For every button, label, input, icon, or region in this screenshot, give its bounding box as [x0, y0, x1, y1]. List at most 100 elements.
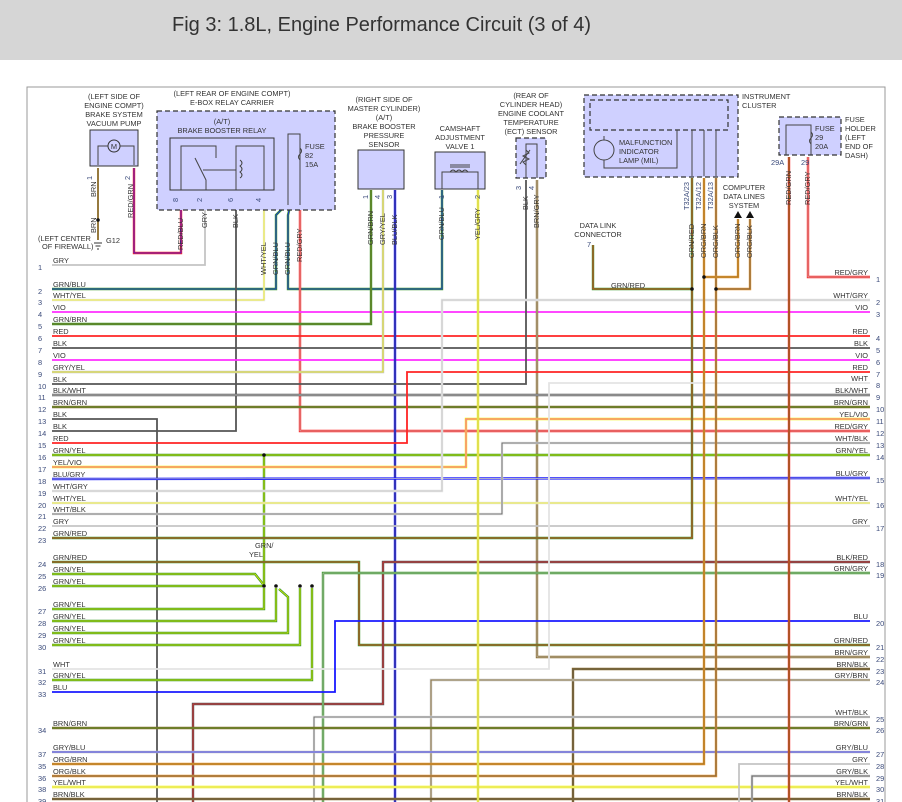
relay-coil-icon — [239, 159, 243, 179]
vertical-wire-label: ORG/BLK — [711, 225, 720, 258]
left-pin-number: 2 — [38, 287, 42, 296]
component-label: (REAR OF — [513, 91, 549, 100]
fuse-holder-outline — [778, 116, 842, 156]
vertical-wire-label: BLK — [521, 196, 530, 210]
vertical-wire-label: GRY/YEL — [378, 213, 387, 245]
internal-wiring — [785, 124, 812, 155]
left-pin-number: 17 — [38, 465, 46, 474]
vertical-wire-label: BRN — [89, 181, 98, 197]
right-wire-label: GRY/BRN — [834, 671, 868, 680]
wire — [52, 197, 206, 266]
component-label: SYSTEM — [729, 201, 759, 210]
component-label: (A/T) — [214, 117, 230, 126]
data-link-connector: DATA LINK CONNECTOR 7 — [574, 221, 622, 249]
ground-label: G12 — [106, 236, 120, 245]
splice-dot — [262, 453, 266, 457]
component-label: TEMPERATURE — [503, 118, 558, 127]
junction-label: YEL — [249, 550, 263, 559]
left-pin-number: 25 — [38, 572, 46, 581]
pin-number: 2 — [195, 198, 204, 202]
ground-icon — [94, 242, 102, 250]
left-wire-label: GRY — [53, 256, 69, 265]
pin-number: 1 — [361, 195, 370, 199]
wire — [806, 157, 870, 279]
left-wire-label: GRN/RED — [53, 553, 87, 562]
left-pin-number: 26 — [38, 584, 46, 593]
left-pin-number: 3 — [38, 298, 42, 307]
wire-tracer — [322, 572, 870, 802]
right-wire-label: BRN/GRY — [834, 648, 868, 657]
right-pin-number: 29 — [876, 774, 884, 783]
component-label: ENGINE COOLANT — [498, 109, 565, 118]
right-pin-number: 14 — [876, 453, 884, 462]
component-label: DATA LINES — [723, 192, 765, 201]
left-wire-label: WHT — [53, 660, 70, 669]
vacuum-pump: (LEFT SIDE OF ENGINE COMPT) BRAKE SYSTEM… — [84, 92, 144, 180]
mil-label: MALFUNCTION — [619, 138, 672, 147]
right-pin-number: 17 — [876, 524, 884, 533]
right-wire-label: GRY/BLK — [836, 767, 868, 776]
right-wire-label: WHT/BLK — [835, 708, 868, 717]
wire — [52, 371, 870, 444]
brake-booster-relay — [169, 137, 275, 191]
right-pin-number: 27 — [876, 750, 884, 759]
right-pin-number: 22 — [876, 655, 884, 664]
component-label: (RIGHT SIDE OF — [356, 95, 413, 104]
left-wire-label: WHT/GRY — [53, 482, 88, 491]
vertical-wire-label: RED/GRN — [784, 171, 793, 205]
component-label: VALVE 1 — [446, 142, 475, 151]
right-wire-label: BLK/RED — [836, 553, 868, 562]
vertical-wire-label: BRN/GRY — [532, 194, 541, 228]
pin-number: T32A/12 — [694, 182, 703, 210]
right-wire-label: WHT/GRY — [833, 291, 868, 300]
vertical-wire-label: RED/GRY — [295, 228, 304, 262]
ebox-relay-carrier: (LEFT REAR OF ENGINE COMPT) E-BOX RELAY … — [156, 89, 336, 211]
wire-tracer — [52, 588, 313, 681]
component-label: COMPUTER — [723, 183, 765, 192]
left-pin-number: 8 — [38, 358, 42, 367]
wire-tracer — [572, 668, 870, 802]
wire-tracer — [52, 588, 277, 622]
right-pin-number: 31 — [876, 797, 884, 802]
wire-tracer — [52, 588, 301, 646]
splice-dot — [690, 287, 694, 291]
junction-label: GRN/ — [255, 541, 274, 550]
wire — [52, 620, 870, 693]
instrument-cluster: INSTRUMENT CLUSTER MALFUNCTION INDICATOR… — [583, 92, 791, 210]
wire-tracer — [287, 190, 443, 290]
right-wire-label: BLU — [854, 612, 868, 621]
pin-number: 8 — [171, 198, 180, 202]
left-wire-label: GRN/YEL — [53, 624, 85, 633]
right-pin-number: 9 — [876, 393, 880, 402]
left-pin-number: 21 — [38, 512, 46, 521]
left-wire-label: GRN/YEL — [53, 636, 85, 645]
left-wire-label: GRN/YEL — [53, 612, 85, 621]
left-pin-number: 37 — [38, 750, 46, 759]
fuse-label: FUSE — [305, 142, 325, 151]
component-label: CYLINDER HEAD) — [500, 100, 562, 109]
left-wire-label: BLK/WHT — [53, 386, 86, 395]
right-wire-label: GRN/YEL — [836, 446, 868, 455]
pin-number: 4 — [527, 186, 536, 190]
left-pin-number: 31 — [38, 667, 46, 676]
left-pin-number: 30 — [38, 643, 46, 652]
right-pin-number: 18 — [876, 560, 884, 569]
mil-lamp-icon — [593, 139, 615, 161]
motor-symbol: M — [111, 142, 117, 151]
left-pin-number: 9 — [38, 370, 42, 379]
wire — [52, 418, 158, 802]
pin-number: 29A — [771, 158, 784, 167]
fuse-label: 15A — [305, 160, 318, 169]
wire — [312, 715, 870, 802]
left-wire-label: GRN/RED — [53, 529, 87, 538]
pin-number: 7 — [587, 240, 591, 249]
right-wire-label: GRN/RED — [834, 636, 868, 645]
wire-tracer — [192, 561, 870, 802]
right-wire-label: GRY — [852, 755, 868, 764]
wire-tracer — [52, 190, 384, 373]
right-pin-number: 28 — [876, 762, 884, 771]
wire-tracer — [52, 442, 870, 515]
left-wire-label: RED — [53, 327, 69, 336]
left-pin-number: 14 — [38, 429, 46, 438]
